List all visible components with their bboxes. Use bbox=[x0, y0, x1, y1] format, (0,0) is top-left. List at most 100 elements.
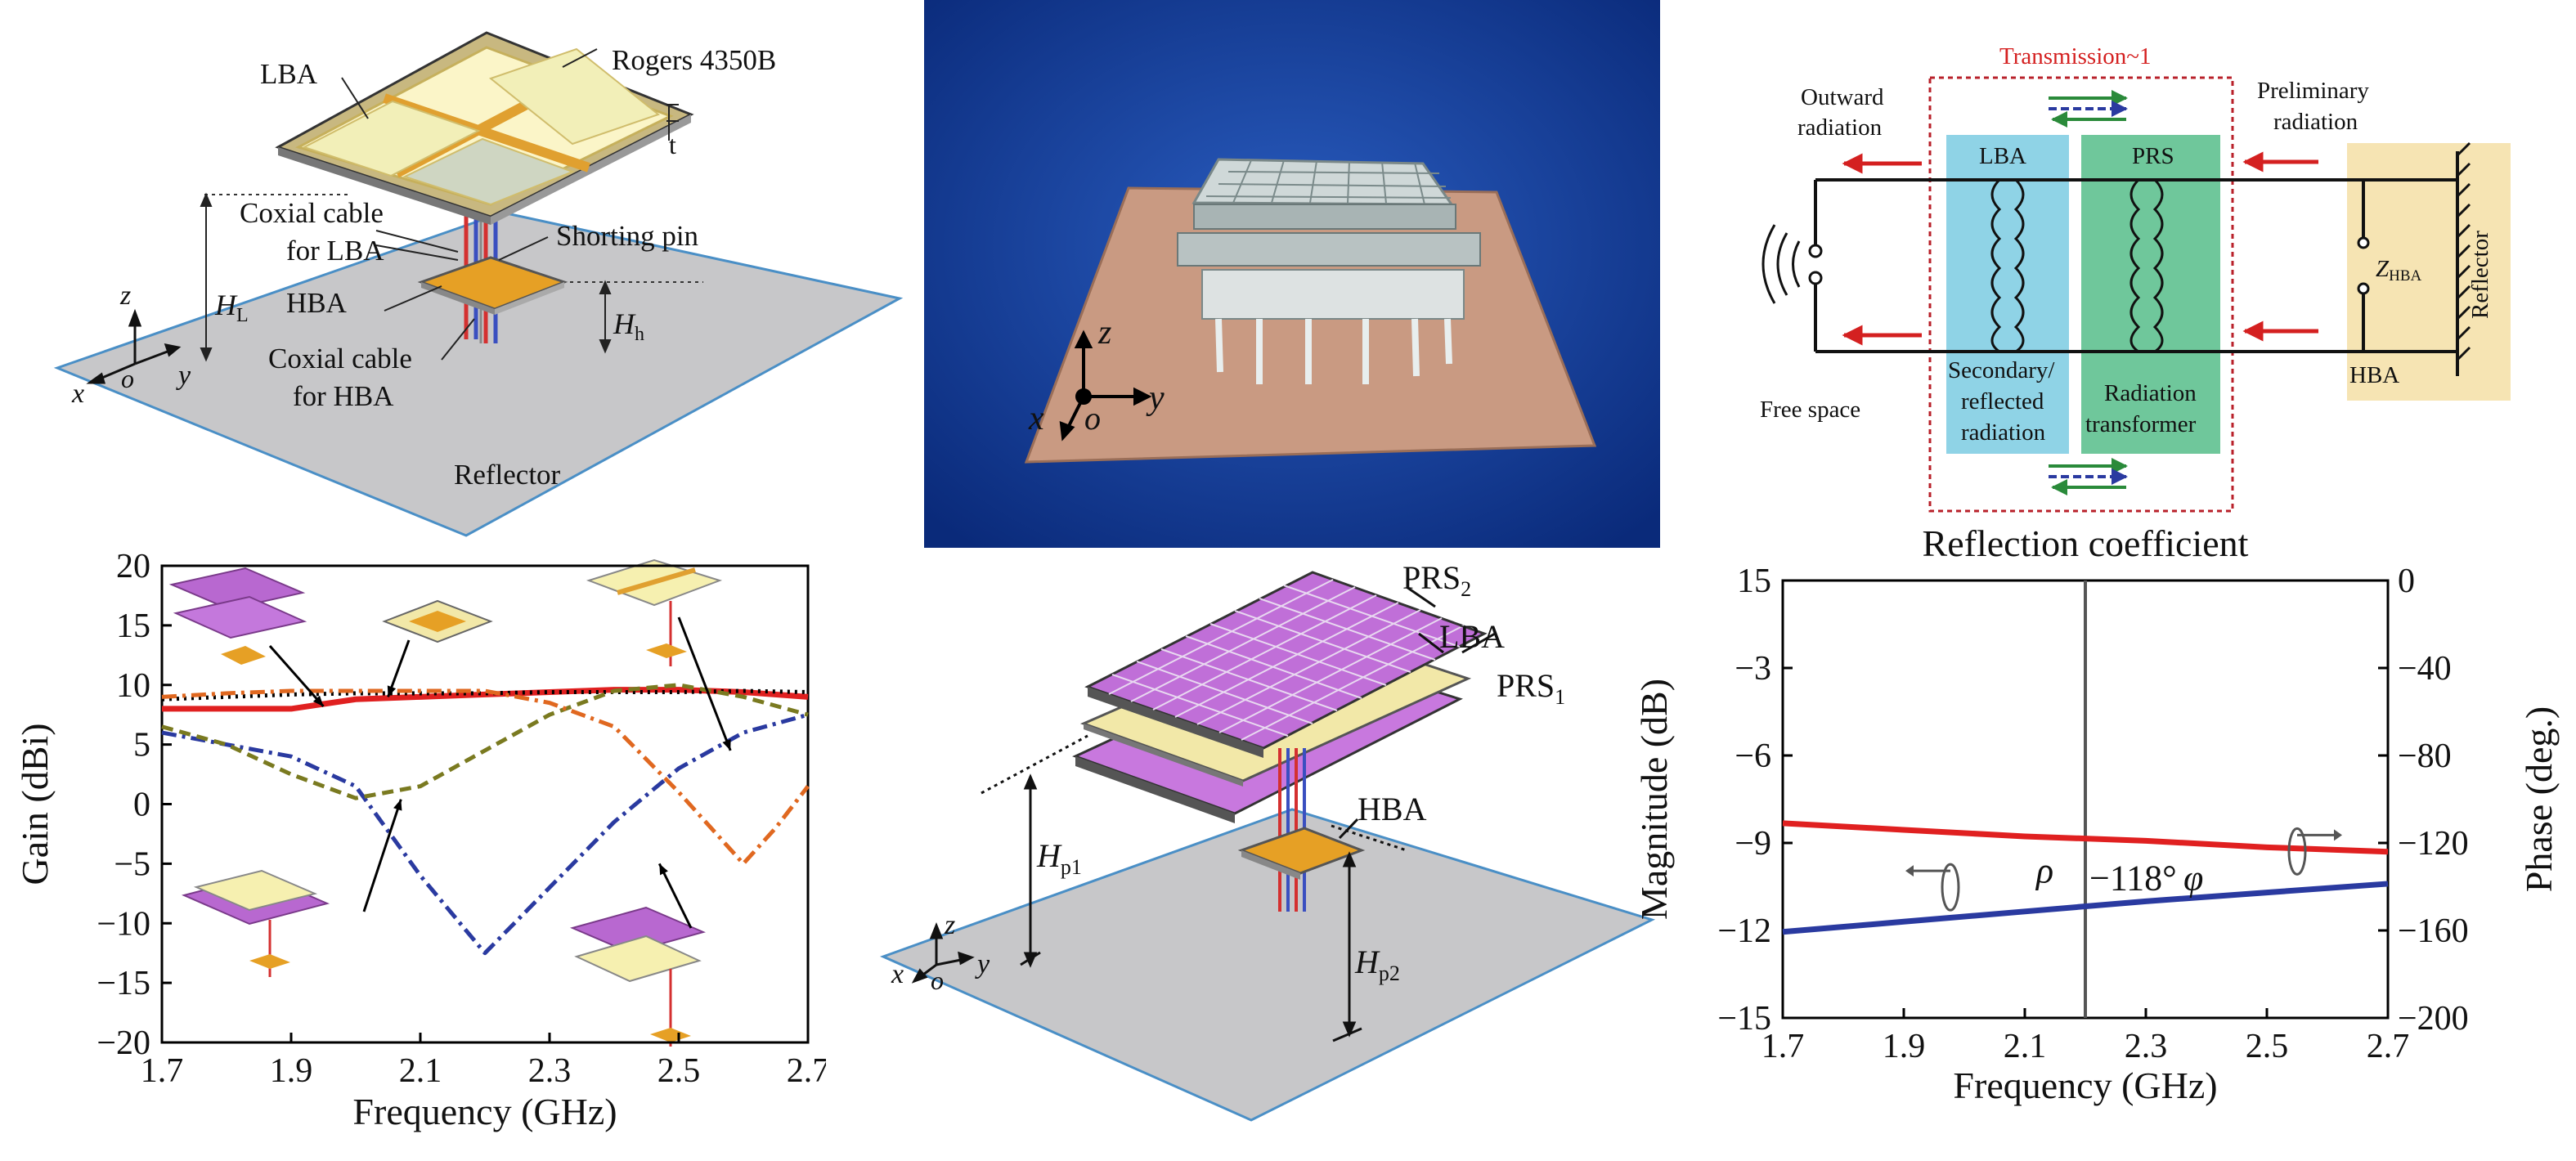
prs-transformer-coil bbox=[2129, 178, 2164, 353]
y-tick-label: 20 bbox=[116, 548, 150, 585]
pointer-arrow bbox=[362, 799, 402, 912]
preliminary-label-2: radiation bbox=[2273, 109, 2358, 135]
x-tick-label: 2.7 bbox=[2367, 1028, 2410, 1065]
panel-b-axes bbox=[1059, 329, 1152, 442]
coax-hba-label-1: Coxial cable bbox=[268, 343, 412, 374]
lba-label: LBA bbox=[1439, 618, 1505, 655]
x-tick-label: 1.7 bbox=[141, 1052, 184, 1090]
hba-label: HBA bbox=[1358, 791, 1427, 827]
reflection-coefficient-chart: Reflection coefficient15−3−6−9−12−150−40… bbox=[1636, 523, 2560, 1106]
panel-b-o-label: o bbox=[1084, 400, 1101, 437]
pointer-arrowhead bbox=[312, 695, 324, 706]
y2-tick-label: −200 bbox=[2398, 1000, 2469, 1038]
hba-element bbox=[417, 256, 568, 315]
transmission-arrows-bottom bbox=[2049, 458, 2128, 495]
panel-e-y-label: y bbox=[975, 949, 990, 979]
transmission-arrows-top bbox=[2049, 90, 2128, 128]
lba-label: LBA bbox=[1979, 143, 2026, 169]
x-axis-label: Frequency (GHz) bbox=[1953, 1065, 2217, 1106]
pointer-arrowhead bbox=[387, 685, 397, 697]
x-tick-label: 2.1 bbox=[2004, 1028, 2047, 1065]
secondary-label-1: Secondary/ bbox=[1948, 357, 2055, 383]
pointer-arrow bbox=[268, 645, 325, 707]
radiation-label-2: transformer bbox=[2085, 411, 2197, 437]
hp2-label: Hp2 bbox=[1354, 944, 1400, 985]
panel-b-y-label: y bbox=[1146, 379, 1165, 417]
panel-a-antenna-geometry: LBA Rogers 4350B t Coxial cable for LBA … bbox=[53, 31, 904, 537]
coax-lba-label-1: Coxial cable bbox=[240, 197, 384, 229]
x-axis-label: Frequency (GHz) bbox=[352, 1091, 617, 1132]
radiation-label-1: Radiation bbox=[2104, 380, 2197, 406]
prs-label: PRS bbox=[2132, 143, 2174, 169]
rotation-symbol bbox=[1941, 863, 1960, 912]
y-tick-label: 0 bbox=[133, 787, 150, 824]
y-tick-label: −3 bbox=[1735, 650, 1771, 688]
panel-e-prs-geometry: PRS2 LBA PRS1 HBA Hp1 Hp2 z y x o bbox=[879, 559, 1656, 1122]
inset-prs-lba-bottom-left bbox=[181, 869, 330, 977]
lba-transformer-coil bbox=[1990, 178, 2025, 353]
gain-series-5 bbox=[161, 688, 810, 866]
red-arrows bbox=[1842, 151, 2318, 346]
reflector-plane bbox=[879, 808, 1656, 1122]
y-tick-label: −15 bbox=[96, 965, 150, 1002]
x-tick-label: 2.5 bbox=[657, 1052, 701, 1090]
panel-b-x-label: x bbox=[1028, 400, 1044, 437]
y2-tick-label: −80 bbox=[2398, 737, 2452, 775]
panel-e-x-label: x bbox=[891, 959, 904, 989]
hl-label: HL bbox=[214, 289, 249, 326]
x-tick-label: 2.3 bbox=[2125, 1028, 2168, 1065]
inset-lba-hba-top-middle bbox=[382, 599, 493, 643]
y-tick-label: −15 bbox=[1717, 1000, 1771, 1038]
reflector-label: Reflector bbox=[454, 459, 561, 491]
dimension-lines bbox=[200, 48, 679, 362]
x-tick-label: 2.5 bbox=[2246, 1028, 2289, 1065]
phase-annotation: −118° bbox=[2089, 858, 2177, 898]
panel-a-x-label: x bbox=[71, 379, 84, 409]
rotation-arrowhead bbox=[2334, 829, 2342, 841]
reflector-plane bbox=[53, 211, 904, 537]
reflector-hatch bbox=[2456, 141, 2471, 361]
y-tick-label: 5 bbox=[133, 727, 150, 764]
y-tick-label: −5 bbox=[114, 845, 150, 883]
secondary-label-2: reflected bbox=[1961, 388, 2044, 415]
y2-tick-label: −160 bbox=[2398, 912, 2469, 950]
reflector-block bbox=[2347, 143, 2511, 401]
x-tick-label: 1.9 bbox=[1883, 1028, 1926, 1065]
antenna-prototype bbox=[1177, 158, 1481, 384]
phi-label: φ bbox=[2183, 858, 2203, 898]
y2-tick-label: 0 bbox=[2398, 563, 2415, 600]
gain-series-4 bbox=[161, 683, 809, 800]
free-space-label: Free space bbox=[1760, 397, 1860, 423]
gain-series-2 bbox=[161, 688, 809, 702]
prs-block bbox=[2081, 135, 2220, 454]
free-space-source-icon bbox=[1761, 224, 1823, 304]
t-label: t bbox=[669, 130, 676, 159]
panel-e-axes bbox=[911, 921, 975, 984]
y-tick-label: 10 bbox=[116, 667, 150, 705]
y2-tick-label: −40 bbox=[2398, 650, 2452, 688]
panel-a-y-label: y bbox=[176, 361, 191, 391]
x-tick-label: 1.9 bbox=[270, 1052, 313, 1090]
reflector-label: Reflector bbox=[2467, 231, 2493, 319]
inset-prs-antenna-top-left bbox=[168, 567, 307, 665]
panel-a-o-label: o bbox=[121, 364, 134, 393]
x-tick-label: 2.3 bbox=[528, 1052, 572, 1090]
rho-label: ρ bbox=[2035, 851, 2053, 891]
panel-e-z-label: z bbox=[944, 910, 955, 940]
pointer-arrowhead bbox=[393, 799, 402, 811]
shorting-pin-label: Shorting pin bbox=[556, 220, 698, 252]
panel-a-axes bbox=[86, 308, 182, 384]
prs2-label: PRS2 bbox=[1402, 559, 1471, 601]
hba-label: HBA bbox=[2349, 362, 2399, 388]
secondary-label-3: radiation bbox=[1961, 419, 2046, 446]
y-tick-label: −12 bbox=[1717, 912, 1771, 950]
gain-plot-frame bbox=[160, 564, 810, 1044]
x-tick-label: 1.7 bbox=[1761, 1028, 1805, 1065]
hba-label: HBA bbox=[286, 287, 348, 319]
refl-series-1 bbox=[1782, 881, 2389, 935]
prs2-surface bbox=[1084, 571, 1488, 758]
pointer-arrow bbox=[677, 616, 732, 751]
pointer-arrowhead bbox=[659, 863, 668, 876]
panel-a-z-label: z bbox=[119, 280, 131, 311]
